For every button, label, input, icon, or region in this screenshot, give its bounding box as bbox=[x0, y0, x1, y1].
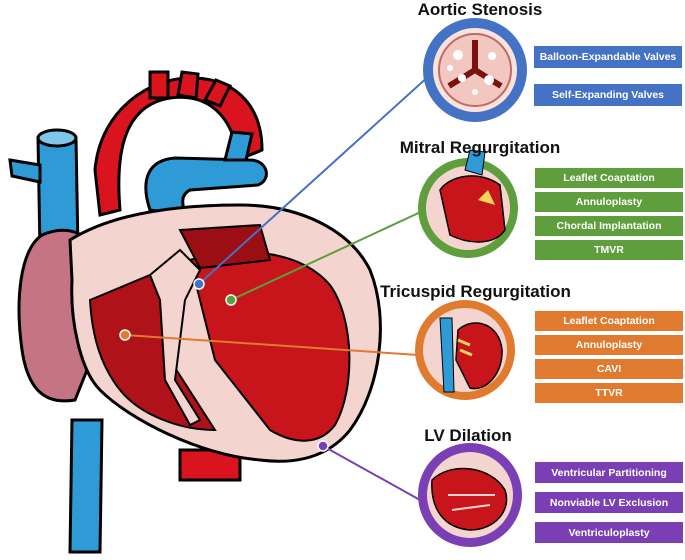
aortic-branch-3 bbox=[202, 78, 233, 108]
connector-tricuspid-dot bbox=[119, 329, 131, 341]
tag-mitral-leaflet-coaptation: Leaflet Coaptation bbox=[535, 168, 683, 188]
right-ventricle bbox=[88, 273, 217, 432]
tag-chordal-implantation: Chordal Implantation bbox=[535, 216, 683, 236]
connector-tricuspid bbox=[124, 334, 419, 356]
heart-illustration bbox=[8, 70, 382, 554]
tag-nonviable-lv-exclusion: Nonviable LV Exclusion bbox=[535, 492, 683, 513]
tag-mitral-annuloplasty: Annuloplasty bbox=[535, 192, 683, 212]
tag-ventriculoplasty: Ventriculoplasty bbox=[535, 522, 683, 543]
connector-mitral bbox=[230, 209, 426, 301]
aortic-branch-2 bbox=[176, 70, 200, 100]
connector-aortic bbox=[198, 74, 431, 285]
mitral-circle bbox=[418, 149, 518, 258]
aortic-valve-circle bbox=[423, 18, 527, 122]
inferior-vena-cava bbox=[68, 418, 104, 554]
brachio-vein bbox=[8, 158, 42, 184]
atrium-chamber bbox=[178, 223, 272, 270]
connector-lv bbox=[322, 445, 421, 501]
tag-tmvr: TMVR bbox=[535, 240, 683, 260]
aorta bbox=[93, 76, 264, 217]
pulmonary-artery bbox=[144, 156, 268, 217]
aortic-stenosis-title: Aortic Stenosis bbox=[417, 0, 543, 19]
lv-dilation-title: LV Dilation bbox=[424, 426, 512, 445]
tag-ttvr: TTVR bbox=[535, 383, 683, 403]
connector-mitral-dot bbox=[225, 294, 237, 306]
tricuspid-regurgitation-title: Tricuspid Regurgitation bbox=[380, 282, 571, 301]
connector-aortic-dot bbox=[193, 278, 205, 290]
lv-dilation-circle bbox=[418, 443, 522, 547]
pulmonary-branch bbox=[223, 130, 254, 162]
tag-cavi: CAVI bbox=[535, 359, 683, 379]
connector-lv-dot bbox=[317, 440, 329, 452]
tag-ventricular-partitioning: Ventricular Partitioning bbox=[535, 462, 683, 483]
tag-balloon-expandable-valves: Balloon-Expandable Valves bbox=[534, 46, 682, 68]
tag-self-expanding-valves: Self-Expanding Valves bbox=[534, 84, 682, 106]
tag-tricuspid-annuloplasty: Annuloplasty bbox=[535, 335, 683, 355]
aortic-branch-1 bbox=[148, 70, 170, 100]
vena-cava-opening bbox=[36, 128, 78, 148]
tricuspid-circle bbox=[415, 300, 515, 400]
mitral-regurgitation-title: Mitral Regurgitation bbox=[399, 138, 561, 157]
tag-tricuspid-leaflet-coaptation: Leaflet Coaptation bbox=[535, 311, 683, 331]
